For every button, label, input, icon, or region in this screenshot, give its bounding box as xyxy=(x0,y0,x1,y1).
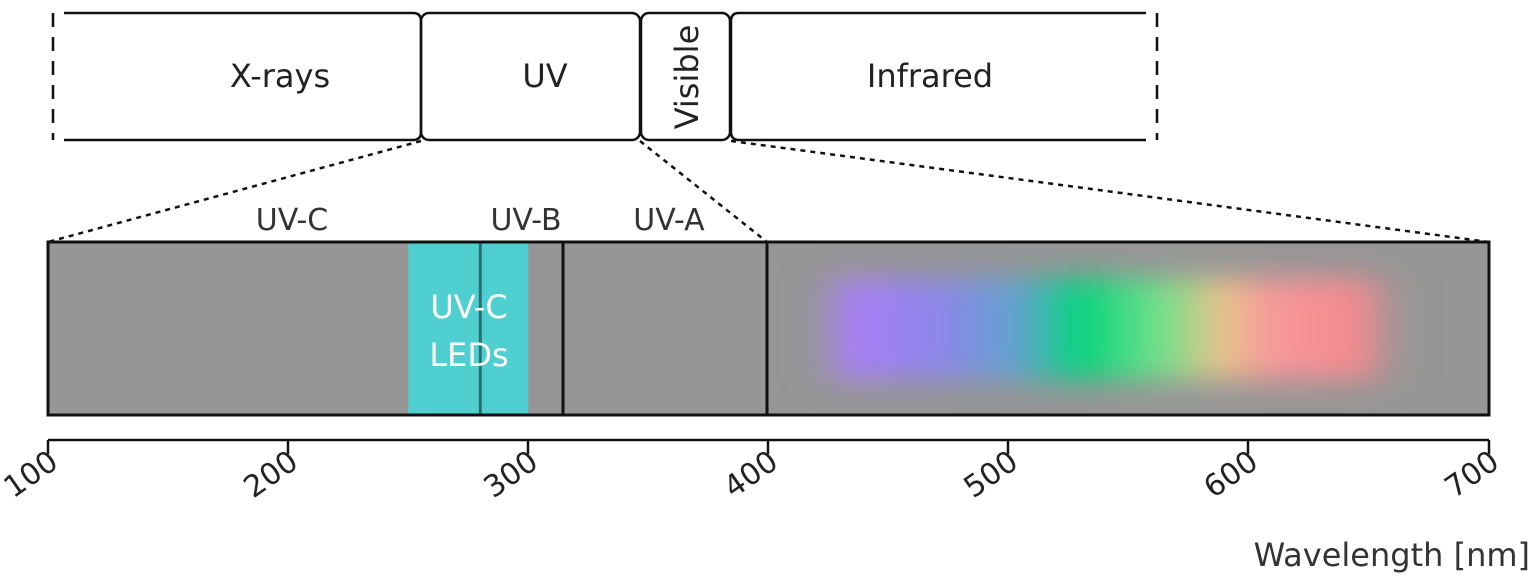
led-band xyxy=(408,242,529,415)
led-label-line2: LEDs xyxy=(429,336,508,374)
subband-label-uvc: UV-C xyxy=(256,203,329,238)
band-label-xrays: X-rays xyxy=(230,57,330,95)
em-spectrum-row xyxy=(51,11,1159,142)
led-label-line1: UV-C xyxy=(430,288,507,326)
tick-label-100: 100 xyxy=(0,444,65,506)
zoom-connectors xyxy=(47,139,1490,244)
band-label-infrared: Infrared xyxy=(867,57,993,95)
wavelength-bar-outline xyxy=(46,240,1491,417)
tick-label-600: 600 xyxy=(1198,444,1265,506)
axis-label: Wavelength [nm] xyxy=(1254,536,1530,574)
wavelength-axis xyxy=(46,438,1491,454)
band-label-uv: UV xyxy=(522,57,567,95)
band-label-visible: Visible xyxy=(668,25,706,130)
axis-tick-labels: 100 200 300 400 500 600 700 xyxy=(0,444,1506,506)
tick-label-500: 500 xyxy=(958,444,1025,506)
tick-label-400: 400 xyxy=(718,444,785,506)
tick-label-700: 700 xyxy=(1439,444,1506,506)
tick-label-200: 200 xyxy=(238,444,305,506)
subband-label-uva: UV-A xyxy=(633,203,705,238)
infrared-box xyxy=(729,11,1146,142)
tick-label-300: 300 xyxy=(478,444,545,506)
zoom-line-uv-right xyxy=(639,140,768,243)
wavelength-bar xyxy=(46,240,1491,417)
zoom-line-visible-right xyxy=(730,139,1490,244)
visible-spectrum-gradient xyxy=(800,278,1420,380)
zoom-line-uv-left xyxy=(47,139,422,244)
subband-label-uvb: UV-B xyxy=(490,203,561,238)
